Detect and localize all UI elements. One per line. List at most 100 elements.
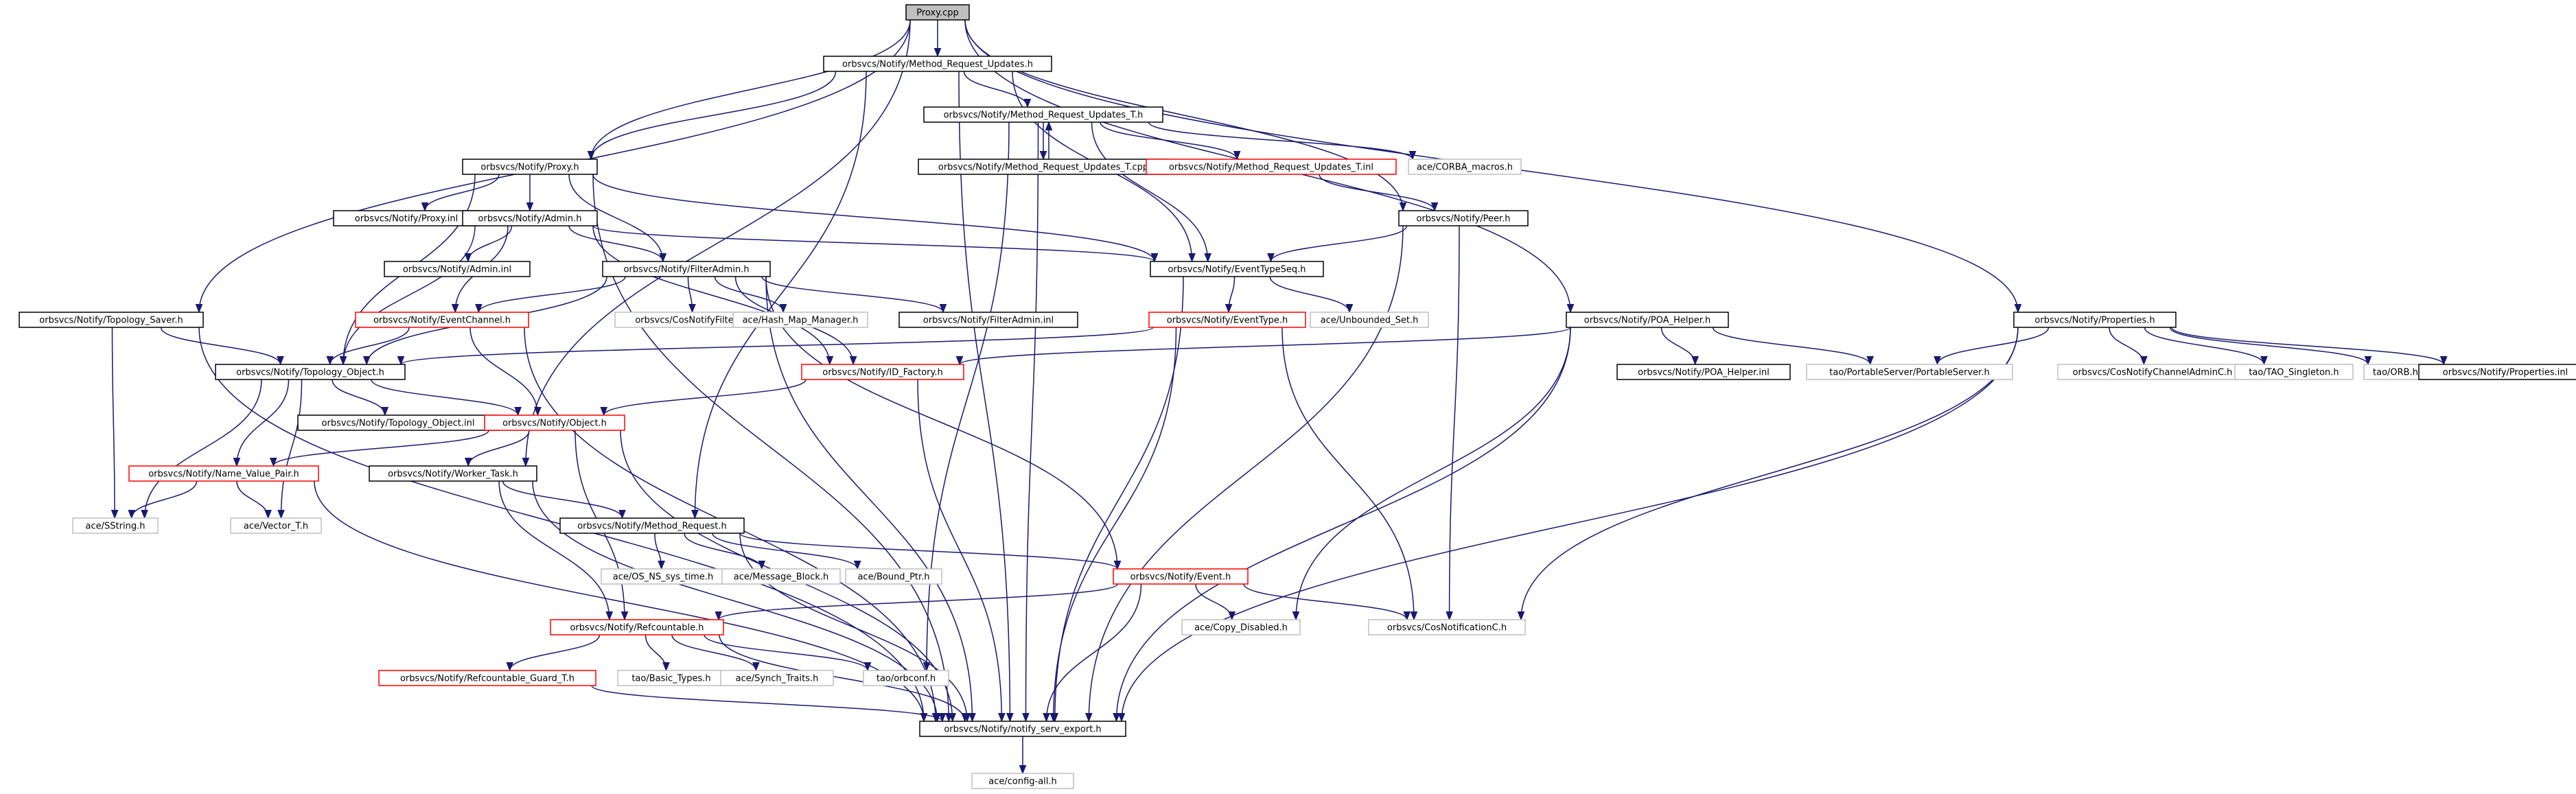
node-event-h[interactable]: orbsvcs/Notify/Event.h [1113, 568, 1249, 585]
node-label: ace/Message_Block.h [734, 572, 829, 583]
node-admin-h[interactable]: orbsvcs/Notify/Admin.h [462, 210, 598, 226]
node-label: orbsvcs/Notify/Proxy.h [480, 163, 579, 173]
edge-topology-saver-h-to-topology-object-h [160, 327, 284, 366]
edge-mrut-h-to-mrut-inl [1100, 121, 1241, 161]
edge-worker-task-h-to-refcountable-h [498, 480, 614, 621]
node-box [919, 721, 1126, 737]
node-hash-map-manager[interactable]: ace/Hash_Map_Manager.h [732, 312, 868, 328]
node-box [369, 465, 537, 482]
node-label: orbsvcs/Notify/Method_Request.h [577, 522, 727, 532]
node-proxy-h[interactable]: orbsvcs/Notify/Proxy.h [462, 159, 598, 175]
node-box [215, 364, 406, 380]
node-mrut-inl[interactable]: orbsvcs/Notify/Method_Request_Updates_T.… [1146, 159, 1397, 175]
node-portableserver-h[interactable]: tao/PortableServer/PortableServer.h [1806, 364, 2013, 380]
node-label: orbsvcs/Notify/Refcountable.h [570, 623, 704, 633]
edge-filteradmin-h-to-eventchannel-h [475, 276, 626, 314]
node-proxy-cpp[interactable]: Proxy.cpp [905, 4, 970, 21]
node-label: orbsvcs/Notify/Admin.inl [403, 265, 511, 275]
node-refcountable-h[interactable]: orbsvcs/Notify/Refcountable.h [550, 619, 724, 635]
node-basic-types[interactable]: tao/Basic_Types.h [617, 670, 726, 686]
node-topology-saver-h[interactable]: orbsvcs/Notify/Topology_Saver.h [19, 312, 204, 328]
node-cosnotifyfilters-h[interactable]: orbsvcs/CosNotifyFilterS.h [614, 312, 772, 328]
node-eventtype-h[interactable]: orbsvcs/Notify/EventType.h [1148, 312, 1306, 328]
node-properties-inl[interactable]: orbsvcs/Notify/Properties.inl [2418, 364, 2576, 380]
node-label: tao/TAO_Singleton.h [2249, 368, 2339, 378]
node-mru-h[interactable]: orbsvcs/Notify/Method_Request_Updates.h [823, 56, 1052, 72]
node-tao-singleton[interactable]: tao/TAO_Singleton.h [2234, 364, 2354, 380]
edge-mrut-h-to-eventtypeseq-h [1091, 121, 1212, 263]
node-label: orbsvcs/Notify/POA_Helper.h [1584, 316, 1711, 326]
node-copy-disabled[interactable]: ace/Copy_Disabled.h [1181, 619, 1301, 635]
node-box [2234, 364, 2354, 380]
edge-proxy-h-to-filteradmin-h [568, 174, 667, 263]
node-box [1408, 159, 1522, 175]
node-corba-macros[interactable]: ace/CORBA_macros.h [1408, 159, 1522, 175]
node-poa-helper-h[interactable]: orbsvcs/Notify/POA_Helper.h [1566, 312, 1729, 328]
node-box [898, 312, 1078, 328]
node-proxy-inl[interactable]: orbsvcs/Notify/Proxy.inl [333, 210, 480, 226]
edge-refcountable-h-to-basic-types [645, 634, 670, 672]
node-name-value-pair-h[interactable]: orbsvcs/Notify/Name_Value_Pair.h [128, 465, 319, 482]
node-label: orbsvcs/Notify/ID_Factory.h [822, 368, 942, 378]
node-topology-object-inl[interactable]: orbsvcs/Notify/Topology_Object.inl [297, 414, 499, 431]
edge-properties-h-to-properties-inl [2171, 327, 2448, 366]
node-box [378, 670, 596, 686]
node-label: orbsvcs/CosNotificationC.h [1387, 623, 1507, 633]
node-label: orbsvcs/Notify/Method_Request_Updates_T.… [944, 110, 1144, 121]
edge-mrut-h-to-orbconf [923, 121, 1010, 672]
node-label: orbsvcs/Notify/FilterAdmin.inl [923, 316, 1054, 326]
edge-refcountable-h-to-refcountable-guard [506, 634, 601, 672]
node-cosnotifychanneladminc[interactable]: orbsvcs/CosNotifyChannelAdminC.h [2057, 364, 2248, 380]
node-topology-object-h[interactable]: orbsvcs/Notify/Topology_Object.h [215, 364, 406, 380]
node-properties-h[interactable]: orbsvcs/Notify/Properties.h [2013, 312, 2177, 328]
node-id-factory-h[interactable]: orbsvcs/Notify/ID_Factory.h [801, 364, 964, 380]
node-bound-ptr[interactable]: ace/Bound_Ptr.h [845, 568, 942, 585]
node-refcountable-guard[interactable]: orbsvcs/Notify/Refcountable_Guard_T.h [378, 670, 596, 686]
node-mrut-cpp[interactable]: orbsvcs/Notify/Method_Request_Updates_T.… [918, 159, 1169, 175]
node-filteradmin-inl[interactable]: orbsvcs/Notify/FilterAdmin.inl [898, 312, 1078, 328]
node-mrut-h[interactable]: orbsvcs/Notify/Method_Request_Updates_T.… [923, 106, 1163, 123]
node-label: ace/Unbounded_Set.h [1321, 316, 1419, 326]
node-eventtypeseq-h[interactable]: orbsvcs/Notify/EventTypeSeq.h [1150, 261, 1324, 277]
node-sstring-h[interactable]: ace/SString.h [72, 517, 159, 534]
edge-peer-h-to-notify-serv-export [1084, 225, 1404, 723]
node-label: orbsvcs/Notify/Topology_Object.h [236, 368, 384, 378]
edge-event-h-to-notify-serv-export [1043, 583, 1142, 723]
node-label: orbsvcs/Notify/Worker_Task.h [388, 469, 518, 480]
node-label: orbsvcs/Notify/Proxy.inl [355, 214, 458, 224]
node-cosnotificationc[interactable]: orbsvcs/CosNotificationC.h [1368, 619, 1526, 635]
node-label: ace/Synch_Traits.h [736, 674, 819, 684]
edge-eventtype-h-to-notify-serv-export [1049, 327, 1177, 723]
node-vector-t-h[interactable]: ace/Vector_T.h [230, 517, 322, 534]
edge-refcountable-h-to-synch-traits [671, 634, 760, 672]
node-poa-helper-inl[interactable]: orbsvcs/Notify/POA_Helper.inl [1616, 364, 1791, 380]
node-peer-h[interactable]: orbsvcs/Notify/Peer.h [1398, 210, 1529, 226]
node-object-h[interactable]: orbsvcs/Notify/Object.h [484, 414, 625, 431]
node-orbconf[interactable]: tao/orbconf.h [863, 670, 949, 686]
node-orb-h[interactable]: tao/ORB.h [2363, 364, 2428, 380]
node-label: orbsvcs/Notify/Properties.h [2034, 316, 2155, 326]
edge-event-h-to-copy-disabled [1195, 583, 1236, 621]
node-synch-traits[interactable]: ace/Synch_Traits.h [720, 670, 834, 686]
node-config-all[interactable]: ace/config-all.h [971, 773, 1074, 789]
node-box [550, 619, 724, 635]
node-message-block[interactable]: ace/Message_Block.h [721, 568, 841, 585]
node-notify-serv-export[interactable]: orbsvcs/Notify/notify_serv_export.h [919, 721, 1126, 737]
node-unbounded-set[interactable]: ace/Unbounded_Set.h [1310, 312, 1429, 328]
edge-name-value-pair-h-to-vector-t-h [236, 480, 272, 519]
edge-poa-helper-h-to-poa-helper-inl [1660, 327, 1699, 366]
node-eventchannel-h[interactable]: orbsvcs/Notify/EventChannel.h [355, 312, 529, 328]
node-admin-inl[interactable]: orbsvcs/Notify/Admin.inl [384, 261, 531, 277]
node-os-ns-sys-time[interactable]: ace/OS_NS_sys_time.h [601, 568, 726, 585]
node-box [462, 210, 598, 226]
edge-refcountable-h-to-notify-serv-export [719, 634, 969, 723]
node-box [845, 568, 942, 585]
edge-eventchannel-h-to-topology-object-h [326, 327, 410, 366]
node-box [230, 517, 322, 534]
node-worker-task-h[interactable]: orbsvcs/Notify/Worker_Task.h [369, 465, 537, 482]
edge-poa-helper-h-to-portableserver-h [1712, 327, 1874, 366]
edge-admin-h-to-eventtypeseq-h [592, 225, 1159, 263]
edge-properties-h-to-cosnotificationc [1517, 327, 2019, 621]
node-method-request-h[interactable]: orbsvcs/Notify/Method_Request.h [559, 517, 745, 534]
node-filteradmin-h[interactable]: orbsvcs/Notify/FilterAdmin.h [602, 261, 771, 277]
